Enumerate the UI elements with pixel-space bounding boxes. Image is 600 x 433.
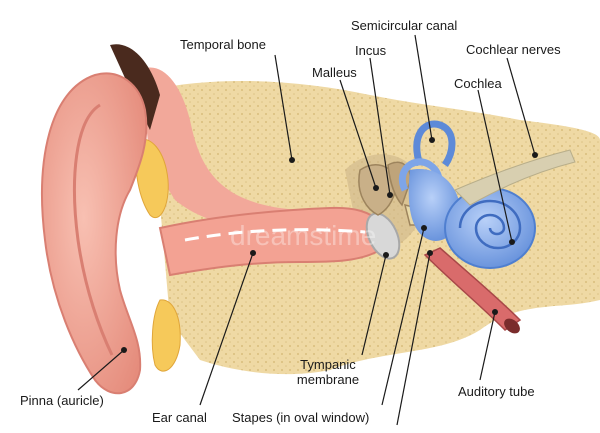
leader-ear-canal bbox=[199, 252, 254, 406]
semicircular-canal-shape bbox=[413, 120, 456, 167]
leader-tympanic-membrane bbox=[361, 254, 387, 356]
label-temporal-bone: Temporal bone bbox=[180, 37, 266, 52]
dot-incus bbox=[387, 192, 393, 198]
dot-semicircular-canal bbox=[429, 137, 435, 143]
label-tympanic-line1: Tympanic bbox=[300, 357, 356, 372]
scalp-layer bbox=[140, 67, 300, 230]
watermark-text: dreamstime bbox=[230, 220, 376, 251]
label-stapes: Stapes (in oval window) bbox=[232, 410, 370, 425]
label-auditory-tube: Auditory tube bbox=[458, 384, 535, 399]
fat-tissue bbox=[135, 138, 169, 218]
dot-malleus bbox=[373, 185, 379, 191]
label-cochlea: Cochlea bbox=[454, 76, 502, 91]
dot-cochlear-nerves bbox=[532, 152, 538, 158]
leader-cochlea bbox=[477, 89, 513, 243]
dot-tympanic-membrane bbox=[383, 252, 389, 258]
leader-pinna bbox=[77, 349, 125, 391]
label-tympanic-membrane: Tympanic membrane bbox=[293, 357, 363, 387]
dot-temporal-bone bbox=[289, 157, 295, 163]
leader-malleus bbox=[339, 79, 377, 189]
pinna-fold bbox=[73, 103, 114, 356]
label-pinna: Pinna (auricle) bbox=[20, 393, 104, 408]
cochlear-nerve-shape bbox=[454, 149, 576, 206]
dot-auditory-tube bbox=[492, 309, 498, 315]
label-malleus: Malleus bbox=[312, 65, 357, 80]
dot-stapes-1 bbox=[421, 225, 427, 231]
dot-cochlea bbox=[509, 239, 515, 245]
tympanic-membrane-shape bbox=[365, 212, 401, 260]
dot-ear-canal bbox=[250, 250, 256, 256]
label-semicircular-canal: Semicircular canal bbox=[351, 18, 458, 33]
leader-temporal-bone bbox=[274, 54, 293, 161]
label-tympanic-line2: membrane bbox=[296, 372, 360, 387]
dot-pinna bbox=[121, 347, 127, 353]
pinna-shape bbox=[41, 72, 148, 395]
leader-incus bbox=[369, 57, 391, 196]
label-ear-canal: Ear canal bbox=[152, 410, 207, 425]
ear-canal-lumen bbox=[184, 228, 366, 242]
label-cochlear-nerves: Cochlear nerves bbox=[466, 42, 561, 57]
leader-semicircular-canal bbox=[414, 34, 433, 141]
dot-stapes-2 bbox=[427, 250, 433, 256]
cochlea-shape bbox=[444, 187, 536, 269]
label-incus: Incus bbox=[355, 43, 387, 58]
auditory-tube-opening bbox=[504, 318, 520, 334]
leader-cochlear-nerves bbox=[506, 57, 536, 156]
leader-auditory-tube bbox=[479, 311, 496, 381]
leader-stapes-2 bbox=[396, 252, 431, 426]
fat-tissue-lower bbox=[151, 299, 181, 372]
leader-stapes-1 bbox=[381, 227, 425, 406]
